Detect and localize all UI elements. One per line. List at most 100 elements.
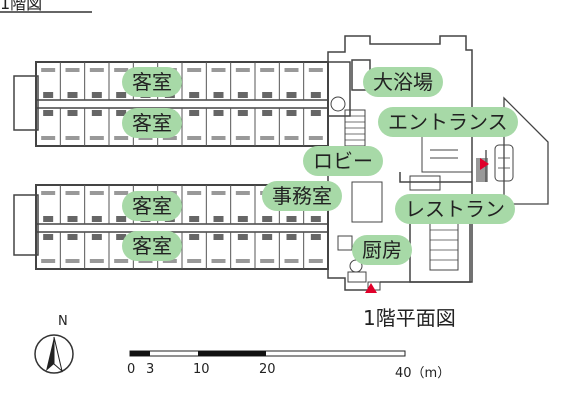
bath-unit: [91, 234, 102, 240]
label-lobby: ロビー: [303, 146, 383, 176]
bath-unit: [310, 110, 321, 116]
bath-unit: [116, 92, 127, 98]
label-guest-room-3: 客室: [122, 191, 182, 221]
bath-unit: [286, 110, 297, 116]
bath-unit: [116, 110, 127, 116]
window-sill: [65, 191, 80, 195]
window-sill: [114, 68, 129, 72]
window-sill: [138, 259, 153, 263]
bath-unit: [237, 110, 248, 116]
scale-tick-20: 20: [259, 362, 276, 377]
window-sill: [138, 136, 153, 140]
upper-room-partitions: [59, 62, 305, 146]
scale-bar: [129, 350, 406, 357]
bath-unit: [286, 234, 297, 240]
label-restaurant: レストラン: [395, 194, 515, 224]
bath-unit: [189, 234, 200, 240]
window-sill: [187, 136, 202, 140]
bath-unit: [213, 216, 224, 222]
bath-unit: [262, 110, 273, 116]
bath-unit: [310, 92, 321, 98]
label-kitchen: 厨房: [352, 235, 412, 265]
window-sill: [162, 259, 177, 263]
bath-unit: [189, 92, 200, 98]
floor-plan-title: 1階平面図: [363, 306, 456, 330]
window-sill: [114, 136, 129, 140]
lower-room-fixtures: [41, 191, 323, 263]
window-sill: [114, 191, 129, 195]
bath-unit: [91, 92, 102, 98]
window-sill: [65, 68, 80, 72]
window-sill: [308, 259, 323, 263]
window-sill: [284, 259, 299, 263]
bath-unit: [262, 92, 273, 98]
entrance-arrow-south: [365, 283, 377, 293]
window-sill: [89, 136, 104, 140]
bath-unit: [286, 92, 297, 98]
window-sill: [308, 136, 323, 140]
label-guest-room-2: 客室: [122, 108, 182, 138]
bath-unit: [237, 216, 248, 222]
label-guest-room-1: 客室: [122, 67, 182, 97]
window-sill: [41, 136, 56, 140]
bath-unit: [262, 234, 273, 240]
label-office: 事務室: [262, 181, 342, 211]
window-sill: [89, 259, 104, 263]
bath-unit: [67, 216, 78, 222]
bath-unit: [213, 234, 224, 240]
bath-unit: [310, 216, 321, 222]
window-sill: [65, 136, 80, 140]
window-sill: [235, 68, 250, 72]
window-sill: [65, 259, 80, 263]
bath-unit: [116, 216, 127, 222]
scale-tick-0: 0: [127, 362, 136, 377]
bath-unit: [67, 110, 78, 116]
window-sill: [260, 68, 275, 72]
lower-room-partitions: [59, 185, 305, 269]
bath-unit: [116, 234, 127, 240]
bath-unit: [91, 216, 102, 222]
window-sill: [235, 136, 250, 140]
bath-unit: [91, 110, 102, 116]
bath-unit: [213, 110, 224, 116]
window-sill: [41, 259, 56, 263]
window-sill: [260, 136, 275, 140]
window-sill: [235, 191, 250, 195]
label-guest-room-4: 客室: [122, 231, 182, 261]
window-sill: [211, 191, 226, 195]
bath-unit: [43, 92, 54, 98]
window-sill: [162, 136, 177, 140]
window-sill: [211, 259, 226, 263]
window-sill: [211, 68, 226, 72]
partial-heading: 1階図: [0, 0, 43, 13]
bath-unit: [213, 92, 224, 98]
bath-unit: [286, 216, 297, 222]
window-sill: [114, 259, 129, 263]
window-sill: [284, 68, 299, 72]
label-bath: 大浴場: [363, 67, 443, 97]
bath-unit: [237, 92, 248, 98]
central-block: [327, 35, 473, 291]
window-sill: [41, 68, 56, 72]
window-sill: [235, 259, 250, 263]
window-sill: [89, 68, 104, 72]
window-sill: [89, 191, 104, 195]
scale-tick-40: 40（m）: [395, 366, 451, 381]
bath-unit: [310, 234, 321, 240]
bath-unit: [262, 216, 273, 222]
bath-unit: [237, 234, 248, 240]
bath-unit: [189, 110, 200, 116]
bath-unit: [43, 110, 54, 116]
window-sill: [41, 191, 56, 195]
window-sill: [260, 259, 275, 263]
window-sill: [211, 136, 226, 140]
scale-tick-10: 10: [193, 362, 210, 377]
window-sill: [187, 191, 202, 195]
entrance-arrow-east: [480, 158, 489, 170]
bath-unit: [43, 234, 54, 240]
bath-unit: [189, 216, 200, 222]
scale-tick-3: 3: [146, 362, 155, 377]
window-sill: [308, 68, 323, 72]
bath-unit: [67, 92, 78, 98]
